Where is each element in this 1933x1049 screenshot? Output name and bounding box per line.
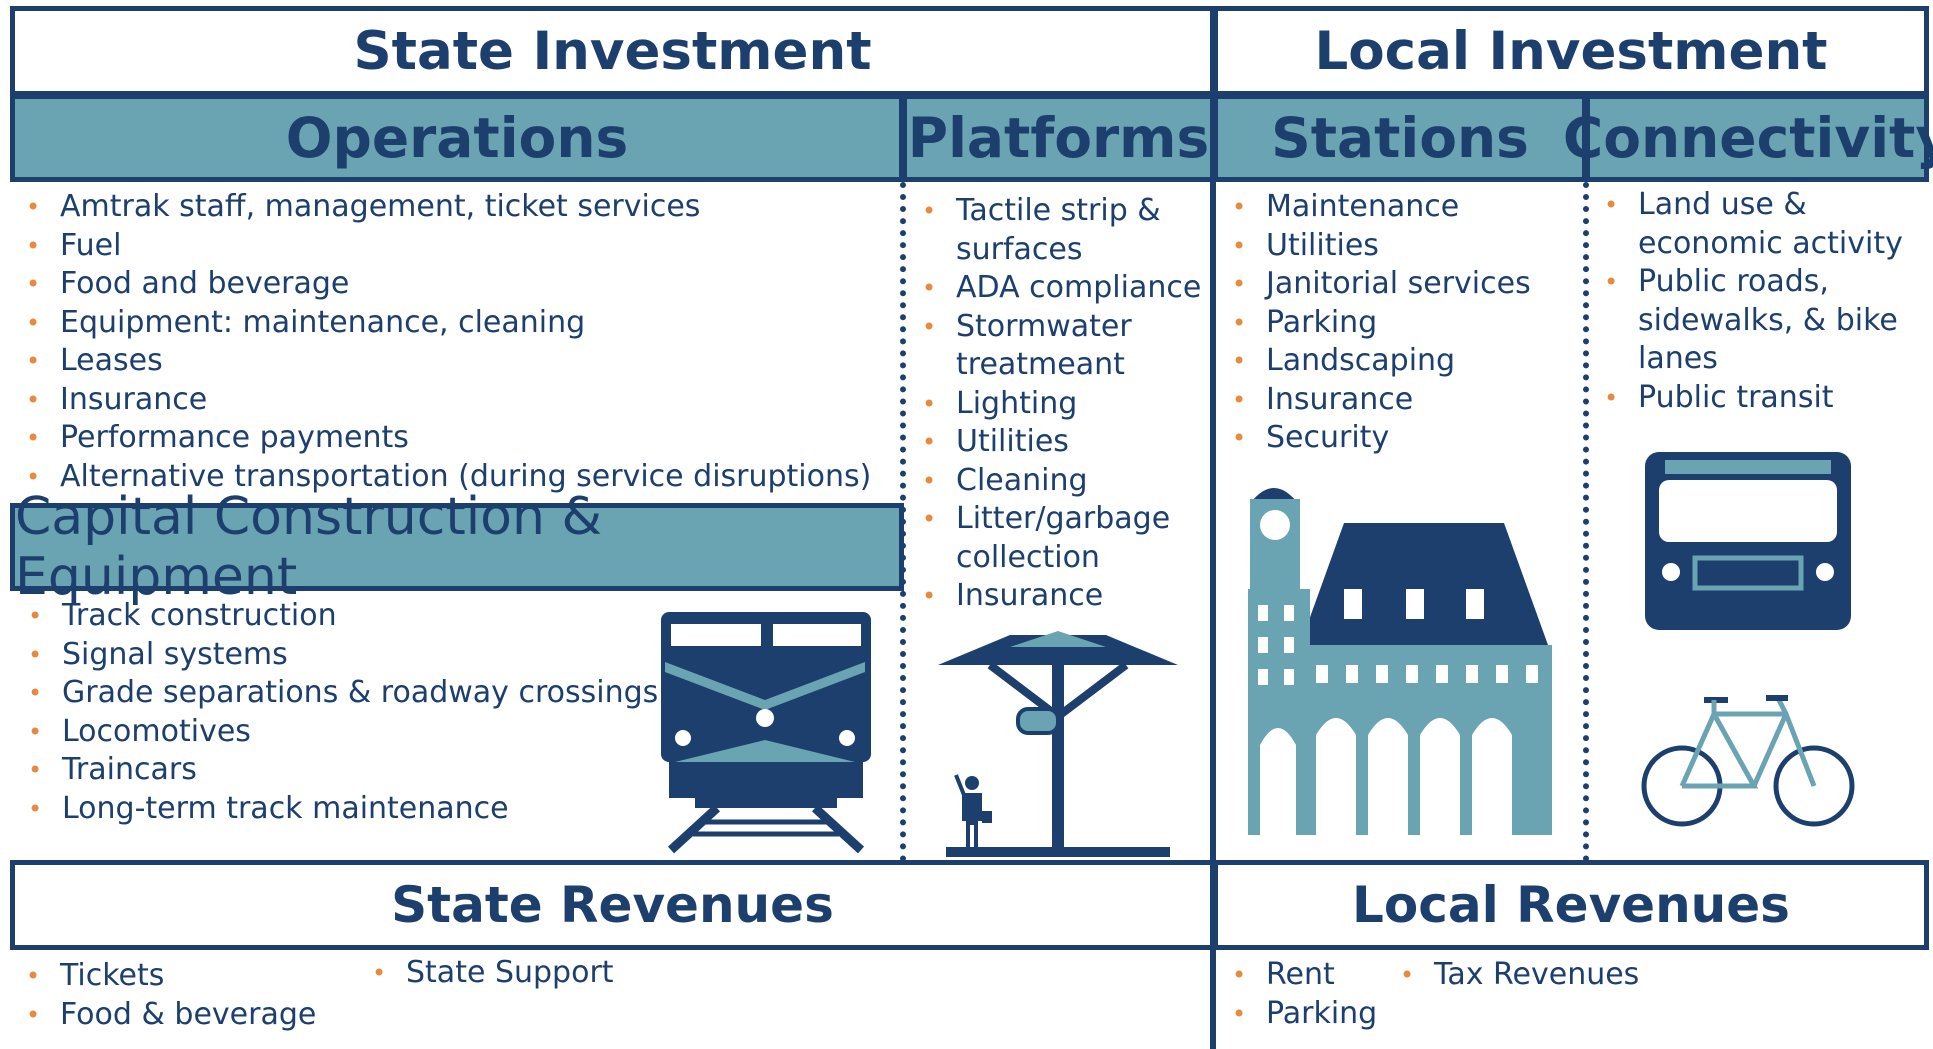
list-item: Janitorial services bbox=[1228, 265, 1578, 304]
state-revenues-list-1: Tickets Food & beverage bbox=[22, 957, 352, 1034]
list-item: Public roads, sidewalks, & bike lanes bbox=[1600, 263, 1918, 379]
capital-title: Capital Construction & Equipment bbox=[15, 487, 603, 607]
list-item: Insurance bbox=[1228, 381, 1578, 420]
list-item: Long-term track maintenance bbox=[24, 790, 644, 829]
operations-title: Operations bbox=[285, 106, 629, 170]
state-investment-header: State Investment bbox=[10, 6, 1215, 96]
list-item: Lighting bbox=[918, 385, 1210, 424]
list-item: ADA compliance bbox=[918, 269, 1210, 308]
list-item: Tactile strip & surfaces bbox=[918, 192, 1210, 269]
platforms-list: Tactile strip & surfaces ADA compliance … bbox=[918, 192, 1210, 616]
list-item: Track construction bbox=[24, 597, 644, 636]
list-item: Utilities bbox=[1228, 227, 1578, 266]
local-investment-title: Local Investment bbox=[1314, 20, 1828, 82]
center-divider bbox=[1210, 180, 1216, 865]
list-item: Tickets bbox=[22, 957, 352, 996]
state-revenues-list-2: State Support bbox=[368, 954, 698, 993]
platform-shelter-icon bbox=[938, 631, 1178, 857]
list-item: Tax Revenues bbox=[1396, 956, 1696, 995]
train-icon bbox=[661, 612, 871, 854]
list-item: Landscaping bbox=[1228, 342, 1578, 381]
local-revenues-title: Local Revenues bbox=[1352, 876, 1790, 934]
list-item: Parking bbox=[1228, 304, 1578, 343]
bus-icon bbox=[1645, 452, 1851, 630]
local-revenues-header: Local Revenues bbox=[1213, 860, 1929, 950]
stations-header: Stations bbox=[1213, 94, 1587, 182]
local-revenues-list-1: Rent Parking bbox=[1228, 956, 1388, 1033]
state-revenues-header: State Revenues bbox=[10, 860, 1215, 950]
list-item: Litter/garbage collection bbox=[918, 500, 1210, 577]
list-item: State Support bbox=[368, 954, 698, 993]
list-item: Performance payments bbox=[22, 419, 892, 458]
list-item: Rent bbox=[1228, 956, 1388, 995]
connectivity-header: Connectivity bbox=[1563, 94, 1933, 182]
connectivity-title: Connectivity bbox=[1562, 106, 1933, 170]
list-item: Stormwater treatmeant bbox=[918, 308, 1210, 385]
local-investment-header: Local Investment bbox=[1213, 6, 1929, 96]
state-revenues-title: State Revenues bbox=[391, 876, 834, 934]
list-item: Land use & economic activity bbox=[1600, 186, 1918, 263]
list-item: Maintenance bbox=[1228, 188, 1578, 227]
list-item: Parking bbox=[1228, 995, 1388, 1034]
list-item: Insurance bbox=[918, 577, 1210, 616]
connectivity-list: Land use & economic activity Public road… bbox=[1600, 186, 1918, 417]
list-item: Amtrak staff, management, ticket service… bbox=[22, 188, 892, 227]
capital-header: Capital Construction & Equipment bbox=[10, 487, 904, 607]
platforms-header: Platforms bbox=[902, 94, 1215, 182]
list-item: Utilities bbox=[918, 423, 1210, 462]
state-investment-title: State Investment bbox=[353, 20, 872, 82]
operations-list: Amtrak staff, management, ticket service… bbox=[22, 188, 892, 496]
bicycle-icon bbox=[1641, 695, 1855, 827]
platforms-title: Platforms bbox=[907, 106, 1210, 170]
list-item: Leases bbox=[22, 342, 892, 381]
list-item: Alternative transportation (during servi… bbox=[22, 458, 892, 497]
list-item: Signal systems bbox=[24, 636, 644, 675]
list-item: Food and beverage bbox=[22, 265, 892, 304]
list-item: Locomotives bbox=[24, 713, 644, 752]
list-item: Grade separations & roadway crossings bbox=[24, 674, 658, 713]
stations-title: Stations bbox=[1271, 106, 1529, 170]
station-building-icon bbox=[1248, 488, 1552, 835]
list-item: Cleaning bbox=[918, 462, 1210, 501]
list-item: Insurance bbox=[22, 381, 892, 420]
stations-list: Maintenance Utilities Janitorial service… bbox=[1228, 188, 1578, 458]
local-revenues-list-2: Tax Revenues bbox=[1396, 956, 1696, 995]
connectivity-dotted-divider bbox=[1583, 182, 1589, 862]
list-item: Public transit bbox=[1600, 379, 1918, 418]
list-item: Equipment: maintenance, cleaning bbox=[22, 304, 892, 343]
list-item: Fuel bbox=[22, 227, 892, 266]
list-item: Food & beverage bbox=[22, 996, 352, 1035]
operations-header: Operations bbox=[10, 94, 904, 182]
capital-list: Track construction Signal systems Grade … bbox=[24, 597, 658, 829]
list-item: Security bbox=[1228, 419, 1578, 458]
center-divider-bottom bbox=[1210, 945, 1216, 1049]
list-item: Traincars bbox=[24, 751, 644, 790]
